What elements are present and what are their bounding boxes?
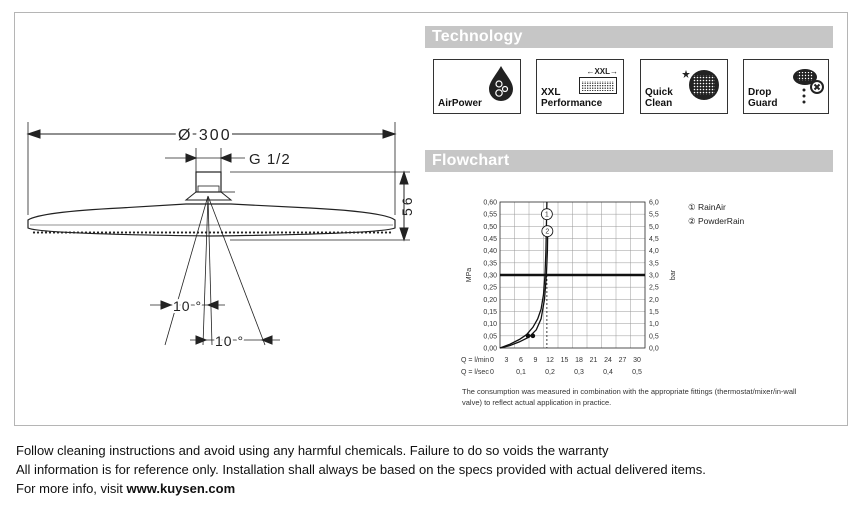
feature-quick-clean: Quick Clean [640, 59, 728, 114]
diameter-label: Ø 300 [178, 127, 232, 144]
angle-label-1: 10 ° [173, 298, 202, 314]
y-axis-label-left: MPa [466, 268, 473, 283]
y-tick-left: 0,45 [483, 236, 497, 243]
series-line-1 [499, 201, 548, 349]
y-tick-right: 0,0 [649, 346, 659, 353]
footer-line-2: All information is for reference only. I… [16, 462, 706, 477]
operating-point-2 [525, 333, 531, 339]
y-tick-left: 0,00 [483, 346, 497, 353]
series-marker-label-2: 2 [545, 229, 549, 236]
feature-label: Quick Clean [645, 87, 673, 109]
footer-prefix: For more info, visit [16, 481, 127, 496]
xxl-badge: ←XXL→ [586, 67, 618, 76]
x-tick-ls: 0,2 [545, 369, 555, 376]
y-tick-right: 6,0 [649, 200, 659, 207]
y-tick-left: 0,05 [483, 333, 497, 340]
legend-item-rainair: ① RainAir [688, 202, 726, 212]
xxl-spray-icon [579, 77, 617, 94]
y-tick-right: 3,0 [649, 273, 659, 280]
height-label: 56 [399, 194, 415, 216]
series-marker-2 [541, 225, 554, 238]
feature-label: Drop Guard [748, 87, 778, 109]
x-tick-lmin: 12 [546, 357, 554, 364]
feature-xxl-performance: ←XXL→ XXL Performance [536, 59, 624, 114]
x-tick-lmin: 0 [490, 357, 494, 364]
y-tick-right: 4,5 [649, 236, 659, 243]
y-tick-left: 0,60 [483, 200, 497, 207]
x-tick-ls: 0 [490, 369, 494, 376]
y-axis-label-right: bar [670, 269, 677, 280]
thread-label: G 1/2 [249, 151, 291, 168]
series-line-2 [499, 226, 549, 349]
y-tick-left: 0,10 [483, 321, 497, 328]
x-tick-ls: 0,5 [632, 369, 642, 376]
feature-label: AirPower [438, 98, 482, 109]
spec-panel [14, 12, 848, 426]
feature-airpower: AirPower [433, 59, 521, 114]
footer-line-3: For more info, visit www.kuysen.com [16, 479, 706, 498]
y-tick-right: 4,0 [649, 248, 659, 255]
x-tick-lmin: 15 [561, 357, 569, 364]
footer-line-1: Follow cleaning instructions and avoid u… [16, 443, 609, 458]
y-tick-left: 0,50 [483, 224, 497, 231]
x-tick-lmin: 30 [633, 357, 641, 364]
series-marker-1 [540, 208, 553, 221]
y-tick-left: 0,55 [483, 212, 497, 219]
shower-head-drawing: Ø 300 G 1/2 56 10 ° 10 ° [26, 122, 415, 351]
feature-drop-guard: Drop Guard [743, 59, 829, 114]
x-tick-lmin: 27 [619, 357, 627, 364]
y-tick-left: 0,35 [483, 260, 497, 267]
x-axis-label-lmin: Q = l/min [461, 357, 489, 364]
x-tick-lmin: 24 [604, 357, 612, 364]
quickclean-icon [682, 70, 719, 100]
x-tick-lmin: 9 [534, 357, 538, 364]
airpower-drop-icon [489, 66, 513, 101]
y-tick-right: 2,0 [649, 297, 659, 304]
technology-header: Technology [425, 26, 833, 48]
x-tick-lmin: 6 [519, 357, 523, 364]
x-tick-lmin: 3 [505, 357, 509, 364]
y-tick-left: 0,25 [483, 285, 497, 292]
y-tick-right: 1,0 [649, 321, 659, 328]
dropguard-icon [793, 69, 824, 104]
x-axis-label-ls: Q = l/sec [461, 369, 489, 376]
x-tick-ls: 0,4 [603, 369, 613, 376]
y-tick-left: 0,15 [483, 309, 497, 316]
y-tick-right: 3,5 [649, 260, 659, 267]
y-tick-left: 0,20 [483, 297, 497, 304]
y-tick-left: 0,40 [483, 248, 497, 255]
flow-chart: 0,000,050,100,150,200,250,300,350,400,45… [461, 200, 677, 377]
y-tick-right: 5,5 [649, 212, 659, 219]
x-tick-lmin: 21 [590, 357, 598, 364]
series-marker-label-1: 1 [545, 212, 549, 219]
chart-legend: ① RainAir ② PowderRain [688, 200, 744, 228]
x-tick-lmin: 18 [575, 357, 583, 364]
feature-label: XXL Performance [541, 87, 603, 109]
y-tick-right: 5,0 [649, 224, 659, 231]
website-link[interactable]: www.kuysen.com [126, 481, 236, 496]
y-tick-left: 0,30 [483, 273, 497, 280]
angle-label-2: 10 ° [215, 333, 244, 349]
x-tick-ls: 0,1 [516, 369, 526, 376]
x-tick-ls: 0,3 [574, 369, 584, 376]
footer: Follow cleaning instructions and avoid u… [16, 441, 706, 498]
y-tick-right: 1,5 [649, 309, 659, 316]
flowchart-header: Flowchart [425, 150, 833, 172]
chart-note: The consumption was measured in combinat… [462, 387, 797, 407]
y-tick-right: 2,5 [649, 285, 659, 292]
y-tick-right: 0,5 [649, 333, 659, 340]
legend-item-powderrain: ② PowderRain [688, 216, 745, 226]
